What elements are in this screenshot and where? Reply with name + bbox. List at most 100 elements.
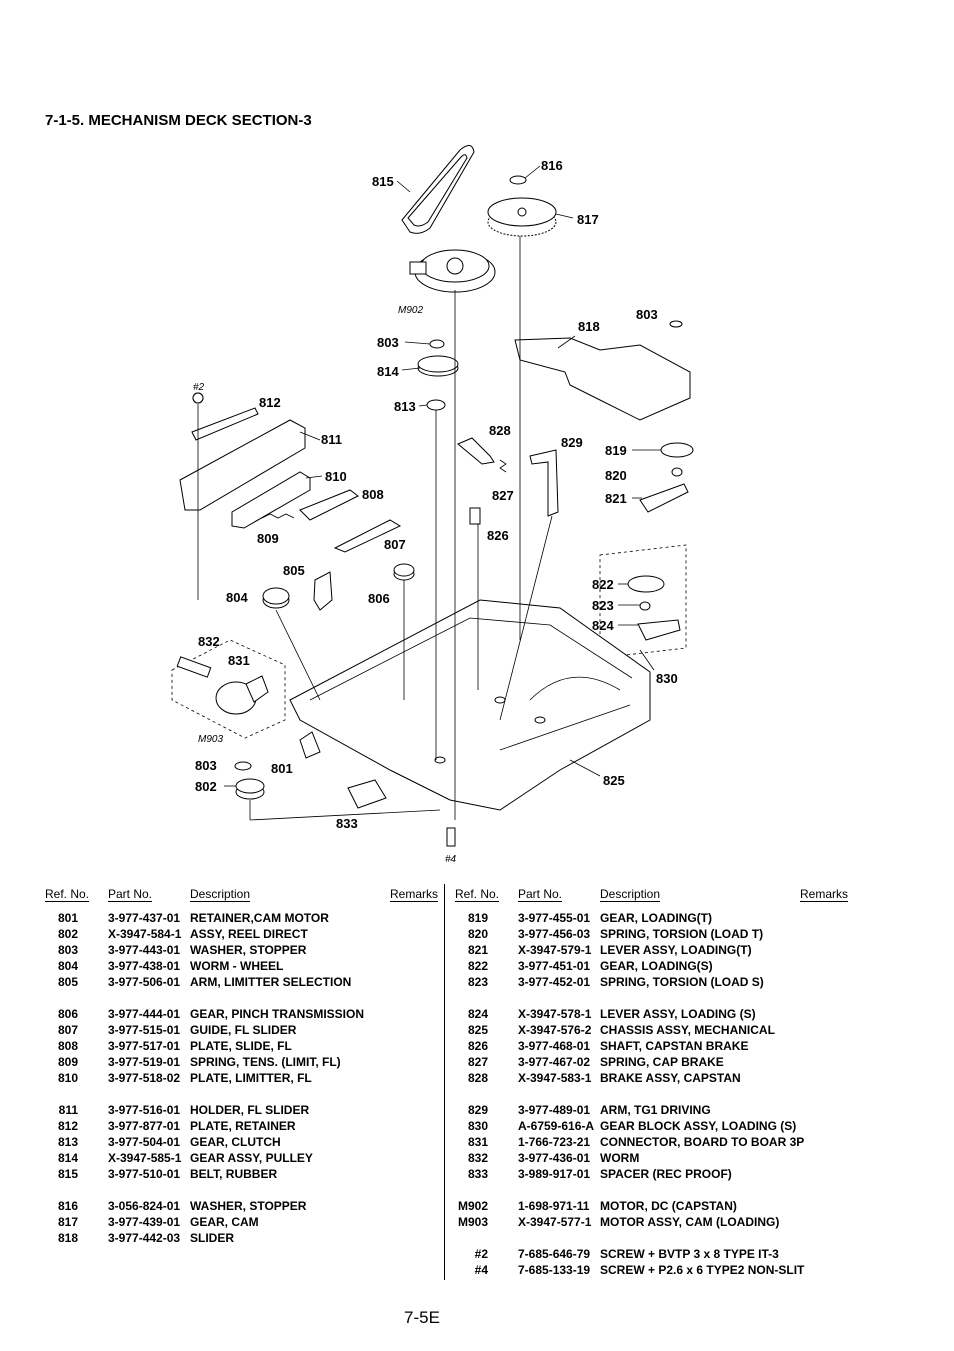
parts-table-right: Ref. No. Part No. Description Remarks 81… xyxy=(450,886,850,1278)
svg-text:826: 826 xyxy=(487,528,509,543)
capstan-brake-parts xyxy=(457,437,559,525)
section-title: 7-1-5. MECHANISM DECK SECTION-3 xyxy=(45,112,312,129)
svg-text:804: 804 xyxy=(226,590,248,605)
belt-rubber-part xyxy=(401,145,475,234)
svg-text:828: 828 xyxy=(489,423,511,438)
svg-text:805: 805 xyxy=(283,563,305,578)
svg-text:831: 831 xyxy=(228,653,250,668)
reel-direct-parts xyxy=(234,731,387,809)
chassis-mechanical-part xyxy=(289,599,651,811)
svg-text:830: 830 xyxy=(656,671,678,686)
svg-text:806: 806 xyxy=(368,591,390,606)
screw-2-part xyxy=(192,392,204,404)
screw-4-part xyxy=(446,827,456,847)
svg-text:803: 803 xyxy=(377,335,399,350)
header-part-no: Part No. xyxy=(108,887,153,902)
svg-text:807: 807 xyxy=(384,537,406,552)
cam-gear-part xyxy=(487,175,557,237)
svg-text:818: 818 xyxy=(578,319,600,334)
header-part-no: Part No. xyxy=(518,887,563,902)
svg-text:810: 810 xyxy=(325,469,347,484)
gear-block-loading-s xyxy=(599,544,687,659)
leader-lines xyxy=(197,165,661,821)
header-description: Description xyxy=(190,887,251,902)
svg-text:819: 819 xyxy=(605,443,627,458)
diagram-callouts: 815 816 817 818 803 803 814 813 812 811 … xyxy=(193,158,678,865)
table-header: Ref. No. Part No. Description Remarks xyxy=(40,886,440,904)
header-remarks: Remarks xyxy=(800,887,849,902)
worm-wheel-parts xyxy=(262,563,415,611)
fl-slider-parts xyxy=(179,392,402,553)
svg-text:812: 812 xyxy=(259,395,281,410)
svg-text:803: 803 xyxy=(636,307,658,322)
capstan-motor-part xyxy=(409,249,496,312)
svg-text:829: 829 xyxy=(561,435,583,450)
header-remarks: Remarks xyxy=(390,887,439,902)
table-header: Ref. No. Part No. Description Remarks xyxy=(450,886,850,904)
svg-text:#2: #2 xyxy=(193,382,205,393)
svg-text:816: 816 xyxy=(541,158,563,173)
table-divider xyxy=(444,884,445,1280)
svg-text:827: 827 xyxy=(492,488,514,503)
header-ref-no: Ref. No. xyxy=(45,887,90,902)
svg-text:833: 833 xyxy=(336,816,358,831)
svg-text:825: 825 xyxy=(603,773,625,788)
svg-text:801: 801 xyxy=(271,761,293,776)
svg-text:M902: M902 xyxy=(398,305,423,316)
exploded-view-diagram: 815 816 817 818 803 803 814 813 812 811 … xyxy=(171,145,694,865)
svg-text:803: 803 xyxy=(195,758,217,773)
svg-text:815: 815 xyxy=(372,174,394,189)
svg-text:817: 817 xyxy=(577,212,599,227)
page-number: 7-5E xyxy=(404,1308,440,1327)
svg-text:814: 814 xyxy=(377,364,399,379)
svg-text:821: 821 xyxy=(605,491,627,506)
svg-text:811: 811 xyxy=(321,432,342,447)
parts-table-left: Ref. No. Part No. Description Remarks 80… xyxy=(40,886,440,1246)
svg-text:813: 813 xyxy=(394,399,416,414)
svg-text:808: 808 xyxy=(362,487,384,502)
svg-text:802: 802 xyxy=(195,779,217,794)
header-ref-no: Ref. No. xyxy=(455,887,500,902)
loading-t-parts xyxy=(639,442,694,513)
svg-text:820: 820 xyxy=(605,468,627,483)
svg-text:M903: M903 xyxy=(198,734,223,745)
cam-motor-parts xyxy=(171,639,286,739)
svg-text:822: 822 xyxy=(592,577,614,592)
svg-text:809: 809 xyxy=(257,531,279,546)
svg-text:832: 832 xyxy=(198,634,220,649)
svg-text:824: 824 xyxy=(592,618,614,633)
